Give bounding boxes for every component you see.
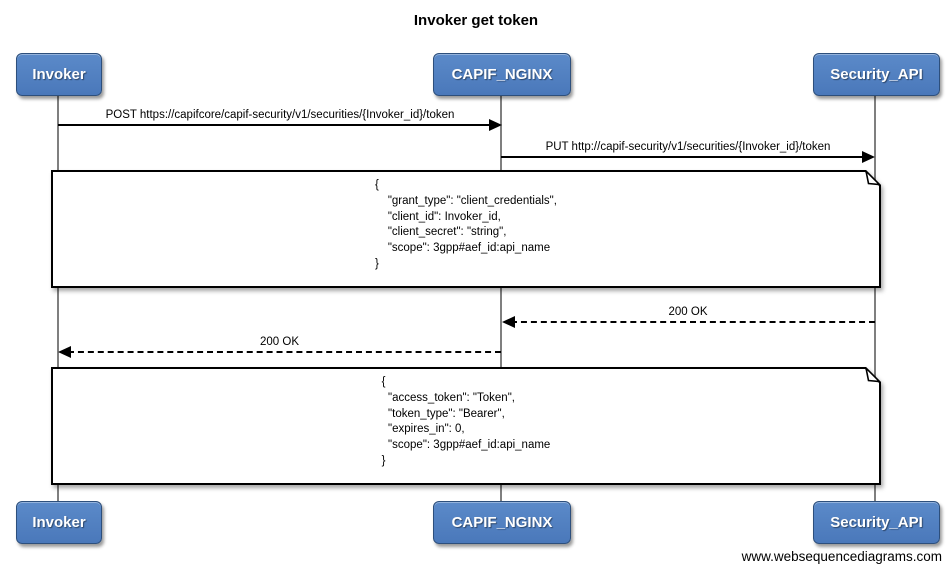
note-fold-icon xyxy=(865,367,881,383)
message-200ok-2-label: 200 OK xyxy=(260,336,299,348)
note-token-request-body: { "grant_type": "client_credentials", "c… xyxy=(51,170,881,288)
arrowhead-right-icon xyxy=(489,119,502,131)
note-text: { "access_token": "Token", "token_type":… xyxy=(381,376,551,467)
actor-invoker-label: Invoker xyxy=(32,514,86,531)
diagram-title: Invoker get token xyxy=(413,12,539,29)
actor-invoker-bottom: Invoker xyxy=(16,501,102,544)
message-put-token-line xyxy=(501,156,865,158)
note-fold-icon xyxy=(865,170,881,186)
message-put-token-label: PUT http://capif-security/v1/securities/… xyxy=(545,141,831,153)
actor-capif-nginx-label: CAPIF_NGINX xyxy=(451,66,553,83)
actor-capif-nginx-label: CAPIF_NGINX xyxy=(451,514,553,531)
lifeline-security-api xyxy=(874,94,876,501)
actor-capif-nginx-top: CAPIF_NGINX xyxy=(433,53,571,96)
message-200ok-2-line xyxy=(68,351,501,353)
actor-capif-nginx-bottom: CAPIF_NGINX xyxy=(433,501,571,544)
note-surface: { "access_token": "Token", "token_type":… xyxy=(53,369,879,483)
lifeline-capif-nginx xyxy=(500,94,502,501)
note-text: { "grant_type": "client_credentials", "c… xyxy=(375,179,557,270)
arrowhead-right-icon xyxy=(862,151,875,163)
actor-invoker-label: Invoker xyxy=(32,66,86,83)
lifeline-invoker xyxy=(57,94,59,501)
message-post-token-line xyxy=(58,124,492,126)
note-border: { "grant_type": "client_credentials", "c… xyxy=(51,170,881,288)
actor-security-api-bottom: Security_API xyxy=(813,501,940,544)
watermark: www.websequencediagrams.com xyxy=(741,549,942,564)
actor-security-api-label: Security_API xyxy=(830,66,923,83)
arrowhead-left-icon xyxy=(58,346,71,358)
message-200ok-1-line xyxy=(511,321,875,323)
actor-security-api-label: Security_API xyxy=(830,514,923,531)
message-200ok-1-label: 200 OK xyxy=(668,306,708,318)
actor-security-api-top: Security_API xyxy=(813,53,940,96)
arrowhead-left-icon xyxy=(502,316,515,328)
note-border: { "access_token": "Token", "token_type":… xyxy=(51,367,881,485)
note-token-response-body: { "access_token": "Token", "token_type":… xyxy=(51,367,881,485)
message-post-token-label: POST https://capifcore/capif-security/v1… xyxy=(105,109,455,121)
note-surface: { "grant_type": "client_credentials", "c… xyxy=(53,172,879,286)
actor-invoker-top: Invoker xyxy=(16,53,102,96)
